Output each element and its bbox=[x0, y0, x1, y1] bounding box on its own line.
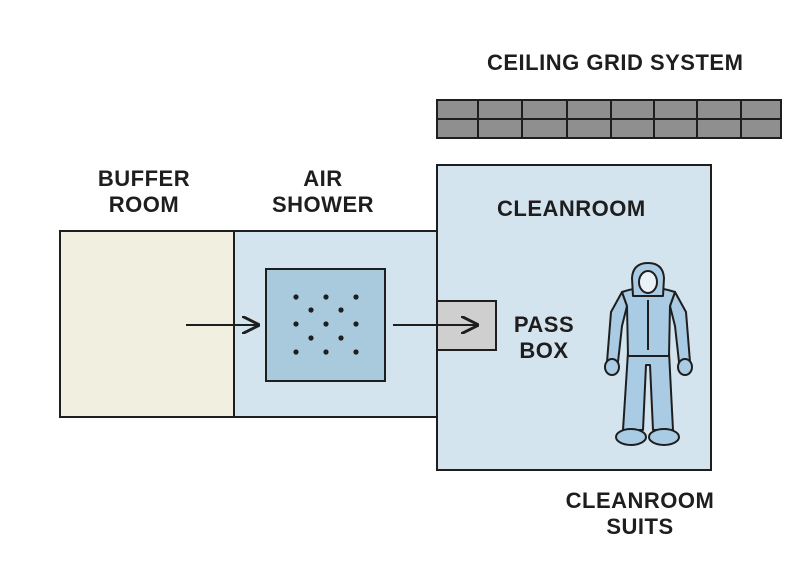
air-shower-nozzle-panel bbox=[265, 268, 386, 382]
cleanroom-suits-label: CLEANROOM SUITS bbox=[560, 488, 720, 540]
cleanroom-suits-label-line2: SUITS bbox=[606, 514, 674, 539]
ceiling-grid-label: CEILING GRID SYSTEM bbox=[487, 50, 744, 75]
buffer-room-label: BUFFER ROOM bbox=[84, 166, 204, 218]
cleanroom-label: CLEANROOM bbox=[497, 196, 646, 221]
air-shower-label-line1: AIR bbox=[303, 166, 343, 191]
buffer-room-label-line2: ROOM bbox=[108, 192, 180, 217]
air-shower-label: AIR SHOWER bbox=[258, 166, 388, 218]
buffer-room-label-line1: BUFFER bbox=[97, 166, 191, 191]
cleanroom-suits-label-line1: CLEANROOM bbox=[565, 488, 715, 513]
air-shower-label-line2: SHOWER bbox=[272, 192, 374, 217]
pass-box-label: PASS BOX bbox=[504, 312, 584, 364]
cleanroom-suit-figure-icon bbox=[604, 262, 693, 446]
pass-box-label-line2: BOX bbox=[519, 338, 569, 363]
nozzle-dots bbox=[293, 294, 359, 355]
ceiling-grid bbox=[436, 99, 782, 139]
pass-box-label-line1: PASS bbox=[513, 312, 575, 337]
